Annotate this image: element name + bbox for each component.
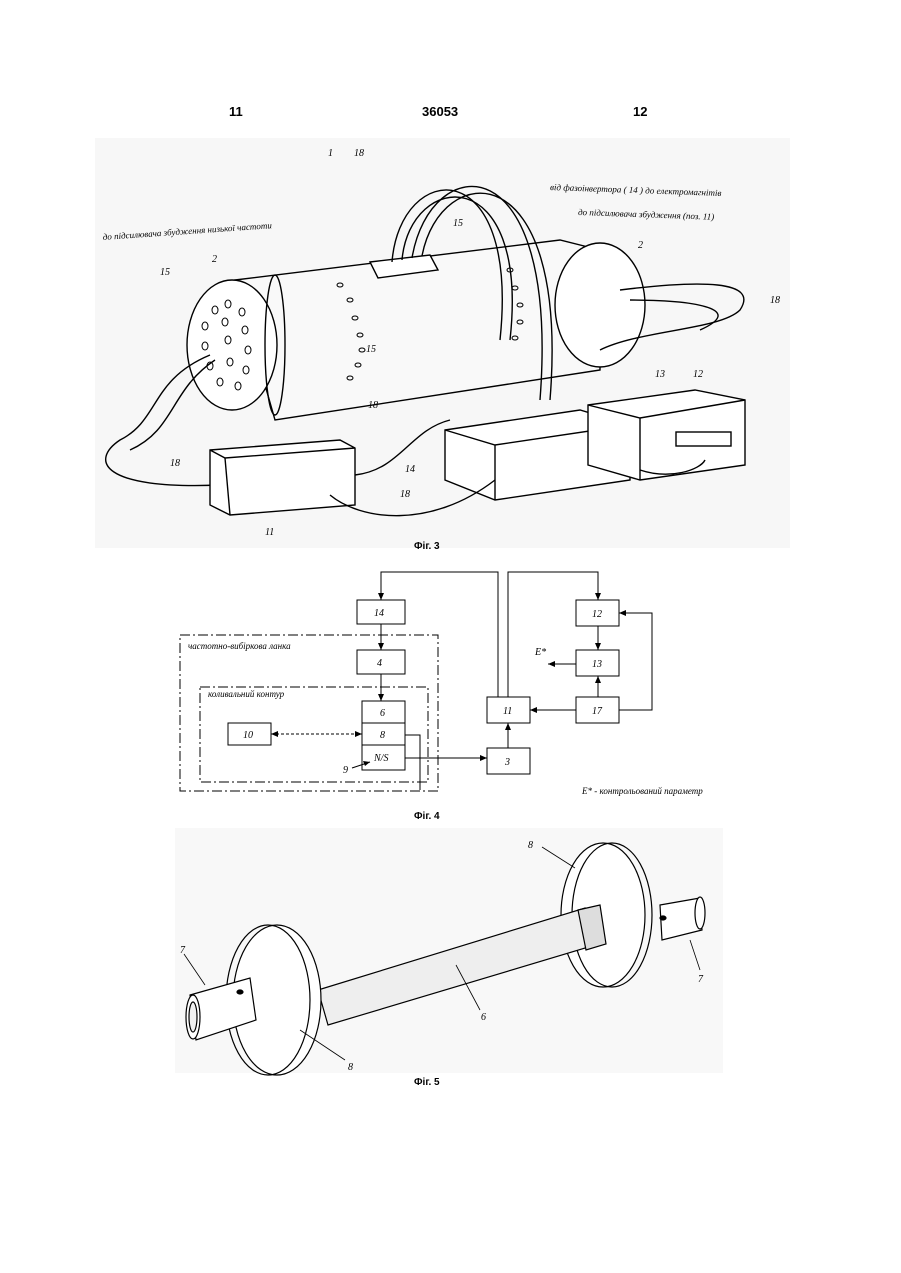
fig4-block-8: 8 <box>380 730 385 741</box>
fig4-block-6: 6 <box>380 708 385 719</box>
fig4-block-ns: N/S <box>373 753 388 764</box>
fig4-group-inner-label: коливальний контур <box>208 689 285 699</box>
fig4-block-17: 17 <box>592 706 603 717</box>
fig3-ref-18a: 18 <box>354 148 364 159</box>
fig3-ref-11: 11 <box>265 527 274 538</box>
fig3-ref-2b: 2 <box>638 240 643 251</box>
page-number-left: 11 <box>229 104 243 119</box>
fig4-note: E* - контрольований параметр <box>581 786 703 796</box>
fig5-ref-6: 6 <box>481 1012 486 1023</box>
fig4-block-13: 13 <box>592 659 602 670</box>
fig3-ref-15b: 15 <box>453 218 463 229</box>
fig4-block-4: 4 <box>377 658 382 669</box>
fig4-group-outer-label: частотно-вибіркова ланка <box>188 641 291 651</box>
fig3-ref-15c: 15 <box>366 344 376 355</box>
fig4-block-3: 3 <box>504 757 510 768</box>
figure-4-caption: Фіг. 4 <box>414 811 440 822</box>
figure-5-caption: Фіг. 5 <box>414 1077 440 1088</box>
fig5-ref-8-bottom: 8 <box>348 1062 353 1073</box>
figure-3-drawing: до підсилювача збудження низької частоти… <box>0 130 901 560</box>
fig3-ref-15a: 15 <box>160 267 170 278</box>
fig3-ref-1: 1 <box>328 148 333 159</box>
fig4-output-e: E* <box>534 647 546 658</box>
figure-3-caption: Фіг. 3 <box>414 541 440 552</box>
figure-5-drawing: 8 7 7 6 8 <box>0 828 901 1078</box>
fig4-block-11: 11 <box>503 706 512 717</box>
figure-4-diagram: частотно-вибіркова ланка коливальний кон… <box>0 563 901 808</box>
fig3-ref-13: 13 <box>655 369 665 380</box>
fig3-ref-18b: 18 <box>770 295 780 306</box>
page-number-right: 12 <box>633 104 647 119</box>
fig3-ref-2a: 2 <box>212 254 217 265</box>
fig3-ref-18c: 18 <box>368 400 378 411</box>
patent-number: 36053 <box>422 104 458 119</box>
fig3-ref-14: 14 <box>405 464 415 475</box>
fig4-ref-9: 9 <box>343 765 348 776</box>
fig5-ref-8-top: 8 <box>528 840 533 851</box>
fig3-ref-18e: 18 <box>400 489 410 500</box>
fig3-ref-12: 12 <box>693 369 703 380</box>
fig4-block-14: 14 <box>374 608 384 619</box>
fig3-ref-18d: 18 <box>170 458 180 469</box>
fig4-block-12: 12 <box>592 609 602 620</box>
fig4-block-10: 10 <box>243 730 253 741</box>
